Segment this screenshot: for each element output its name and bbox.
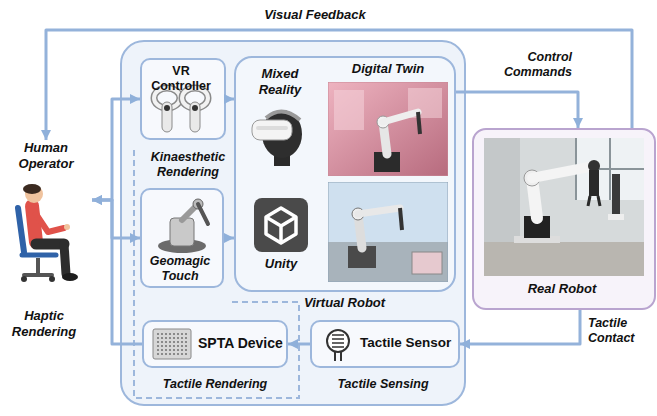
illustration-part xyxy=(162,102,172,132)
illustration-part xyxy=(328,182,448,242)
robot-photo xyxy=(484,138,644,276)
illustration-part xyxy=(484,138,520,242)
illustration-part xyxy=(155,331,189,357)
region-label: Tactile Sensing xyxy=(310,377,456,392)
connector-arrow xyxy=(224,237,234,240)
illustration-part xyxy=(340,352,342,361)
illustration-part xyxy=(153,329,191,359)
node-title: Human Operator xyxy=(6,140,86,171)
illustration-part xyxy=(252,120,292,140)
connector-arrow xyxy=(288,343,310,346)
illustration-part xyxy=(358,208,400,214)
box-label: Digital Twin xyxy=(328,61,448,77)
illustration-part xyxy=(23,184,41,194)
illustration-part xyxy=(190,102,200,132)
illustration-part xyxy=(36,258,40,273)
illustration-part xyxy=(588,196,590,206)
twin-box: Mixed Reality Digital TwinUnity xyxy=(234,56,456,292)
connector-arrow xyxy=(226,98,234,101)
illustration-part xyxy=(254,198,308,252)
tactile-sensor-icon xyxy=(320,327,356,363)
illustration-part xyxy=(328,182,448,282)
illustration-part xyxy=(21,276,27,282)
virtual-robot-panel: VR Controller Mixed Re xyxy=(120,40,466,406)
process-box: SPTA Device xyxy=(142,320,288,368)
region-label: Tactile Rendering xyxy=(142,377,288,392)
box-label: Mixed Reality xyxy=(244,66,316,97)
illustration-part xyxy=(412,252,442,274)
process-box: VR Controller xyxy=(140,58,226,140)
box-label: Real Robot xyxy=(474,281,650,297)
panel-title: Virtual Robot xyxy=(304,295,414,311)
operator-node: Human Operator xyxy=(4,140,92,285)
connector-arrow xyxy=(456,92,578,128)
region-label: Haptic Rendering xyxy=(4,308,84,339)
illustration-part xyxy=(612,174,620,214)
illustration-part xyxy=(400,208,402,230)
illustration-part xyxy=(192,105,198,111)
edge-label: Tactile Contact xyxy=(588,316,652,346)
box-label: Unity xyxy=(242,256,320,272)
connector-arrow xyxy=(460,310,580,344)
illustration-part xyxy=(266,111,300,120)
illustration-part xyxy=(266,217,296,243)
illustration-part xyxy=(418,112,420,134)
illustration-part xyxy=(328,242,448,282)
illustration-part xyxy=(22,253,56,258)
illustration-part xyxy=(64,244,66,274)
dashed-region xyxy=(134,150,299,398)
operator-figure xyxy=(4,180,88,285)
illustration-part xyxy=(18,208,24,252)
illustration-part xyxy=(49,276,55,282)
box-label: Tactile Sensor xyxy=(360,335,454,351)
edge-label: Control Commands xyxy=(484,50,572,80)
illustration-part xyxy=(62,273,78,281)
illustration-part xyxy=(383,112,418,122)
illustration-part xyxy=(266,208,296,243)
illustration-part xyxy=(484,138,644,276)
connector-arrow xyxy=(92,200,142,344)
illustration-part xyxy=(608,214,624,220)
unity-scene-image xyxy=(328,182,448,282)
box-label: SPTA Device xyxy=(198,335,284,352)
illustration-part xyxy=(327,330,349,352)
illustration-part xyxy=(589,170,599,196)
illustration-part xyxy=(164,105,170,111)
unity-logo xyxy=(254,198,308,252)
process-box: Tactile Sensor xyxy=(310,320,460,368)
illustration-part xyxy=(334,90,364,130)
robot-box: Real Robot xyxy=(472,128,656,310)
digital-twin-image xyxy=(328,82,448,176)
illustration-part xyxy=(532,166,594,178)
haptic-device-icon xyxy=(148,194,216,254)
box-label: VR Controller xyxy=(142,64,220,94)
process-box: Geomagic Touch xyxy=(140,188,224,288)
illustration-part xyxy=(334,352,336,361)
illustration-part xyxy=(598,196,600,206)
connector-arrow xyxy=(92,99,140,200)
box-label: Geomagic Touch xyxy=(142,254,218,284)
connector-arrow xyxy=(92,200,140,238)
illustration-part xyxy=(484,242,644,276)
illustration-part xyxy=(24,273,52,277)
illustration-part xyxy=(36,214,64,232)
illustration-part xyxy=(332,335,344,347)
illustration-part xyxy=(328,82,448,176)
illustration-part xyxy=(256,126,288,130)
connector-arrow xyxy=(46,30,632,140)
edge-label: Visual Feedback xyxy=(200,7,430,23)
pin-array-icon xyxy=(152,328,192,360)
region-label: Kinaesthetic Rendering xyxy=(140,150,236,180)
illustration-part xyxy=(64,224,70,230)
illustration-part xyxy=(198,204,208,224)
headset-icon xyxy=(248,102,312,166)
